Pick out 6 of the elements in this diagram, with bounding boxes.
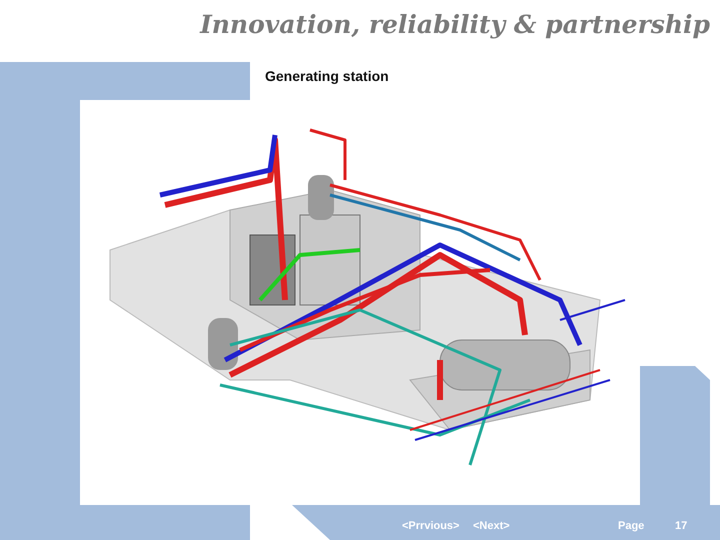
slide-title: Innovation, reliability & partnership bbox=[198, 10, 710, 39]
nav-link: <Prrvious> bbox=[402, 520, 460, 532]
page-label: Page bbox=[618, 520, 644, 532]
page-number: 17 bbox=[675, 520, 688, 532]
nav-link: <Next> bbox=[473, 520, 510, 532]
slide-subtitle: Generating station bbox=[265, 68, 389, 84]
